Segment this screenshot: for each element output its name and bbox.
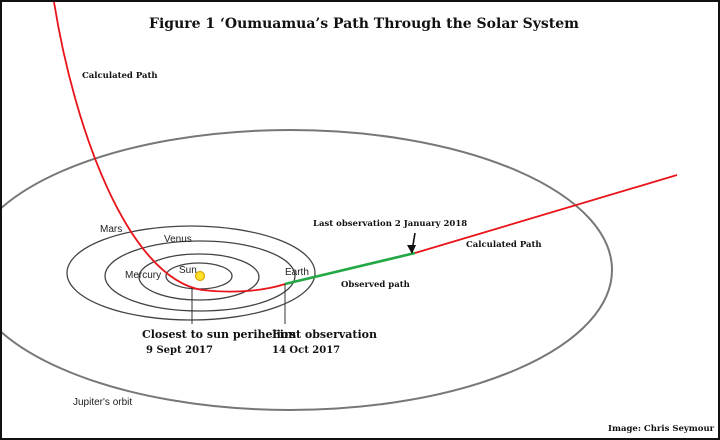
sun-icon bbox=[194, 270, 206, 282]
figure-title: Figure 1 ‘Oumuamua’s Path Through the So… bbox=[149, 16, 579, 32]
jupiter-orbit-label: Jupiter's orbit bbox=[73, 397, 132, 408]
calculated-path-label-right: Calculated Path bbox=[466, 240, 542, 250]
calculated-path-label-top: Calculated Path bbox=[82, 71, 158, 81]
first-observation-label: First observation bbox=[272, 328, 377, 341]
observed-path bbox=[284, 251, 416, 286]
mars-label: Mars bbox=[100, 224, 122, 235]
arrowhead-icon bbox=[407, 245, 416, 254]
jupiter-orbit bbox=[2, 129, 613, 411]
calculated-path-incoming bbox=[53, 2, 286, 293]
image-credit: Image: Chris Seymour bbox=[608, 424, 715, 434]
venus-orbit bbox=[138, 253, 260, 301]
sun-label: Sun bbox=[179, 265, 197, 276]
observed-path-label: Observed path bbox=[341, 280, 410, 290]
mercury-label: Mercury bbox=[125, 270, 161, 281]
venus-label: Venus bbox=[164, 234, 192, 245]
perihelion-label: Closest to sun perihelion bbox=[142, 328, 296, 341]
earth-orbit bbox=[104, 240, 296, 312]
mars-orbit bbox=[66, 225, 316, 321]
last-observation-label: Last observation 2 January 2018 bbox=[313, 219, 467, 229]
earth-label: Earth bbox=[285, 267, 309, 278]
perihelion-date: 9 Sept 2017 bbox=[146, 345, 213, 356]
first-observation-date: 14 Oct 2017 bbox=[272, 345, 340, 356]
calculated-path-outgoing bbox=[414, 174, 678, 254]
